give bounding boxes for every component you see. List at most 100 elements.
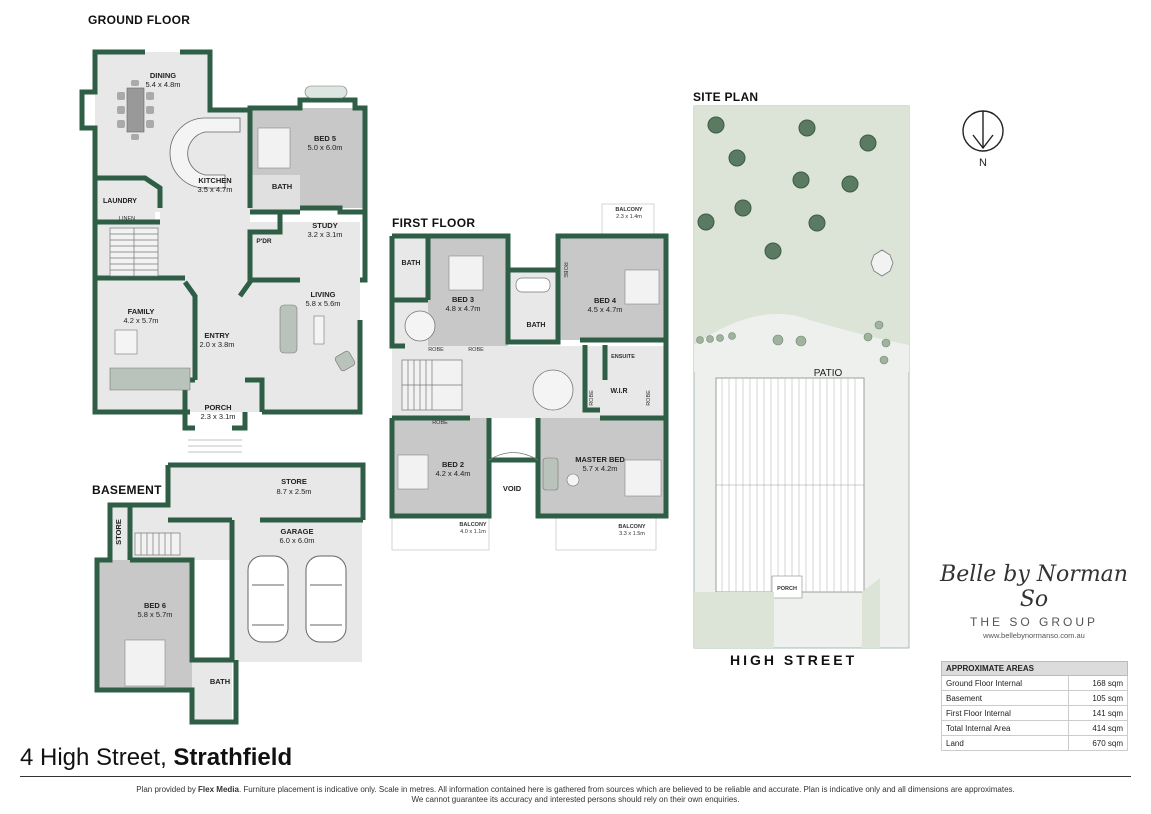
master-sofa	[542, 457, 559, 491]
areas-header: APPROXIMATE AREAS	[941, 661, 1128, 676]
bed5-label: BED 5	[314, 134, 336, 143]
north-label: N	[979, 157, 987, 169]
family-sofa	[109, 367, 191, 391]
brand-website: www.bellebynormanso.com.au	[983, 631, 1085, 640]
bath5-label: BATH	[272, 182, 292, 191]
area-label: First Floor Internal	[941, 705, 1069, 721]
bath6-label: BATH	[210, 677, 230, 686]
balcony-left-dim: 4.0 x 1.1m	[460, 529, 486, 535]
living-label: LIVING	[310, 290, 335, 299]
robe-label-6: ROBE	[468, 347, 484, 353]
basement-small-store-label: STORE	[114, 519, 123, 545]
first-walls	[389, 233, 669, 519]
laundry-floor	[95, 178, 155, 223]
first-floor-plan: BATH BED 3 4.8 x 4.7m BATH ROBE ROBE ROB…	[389, 203, 669, 551]
living-coffee-table	[313, 315, 325, 345]
ground-floor-title: GROUND FLOOR	[88, 13, 191, 27]
master-bed-label: MASTER BED	[575, 455, 625, 464]
family-label: FAMILY	[128, 307, 155, 316]
balcony-right-dim: 3.3 x 1.5m	[619, 531, 645, 537]
balcony-top-label: BALCONY	[615, 207, 643, 213]
site-gazebo	[870, 249, 894, 277]
ground-floor-plan: DINING 5.4 x 4.8m KITCHEN 3.5 x 4.7m BED…	[79, 49, 368, 453]
site-front-lawn-left	[694, 592, 774, 648]
site-shrubs	[696, 320, 891, 365]
entry-label: ENTRY	[204, 331, 229, 340]
first-stairs	[401, 359, 463, 411]
footer-line1-rest: . Furniture placement is indicative only…	[238, 785, 1015, 794]
site-plan: PATIO PORCH N	[693, 105, 1004, 649]
bed5-bathtub	[304, 85, 348, 99]
ground-walls	[79, 49, 368, 431]
bed2-bed	[397, 454, 429, 490]
void-curve	[488, 452, 539, 461]
footer-pre: Plan provided by	[136, 785, 196, 794]
dining-dim: 5.4 x 4.8m	[145, 80, 180, 89]
bath5-floor	[250, 175, 300, 210]
porch-label: PORCH	[204, 403, 231, 412]
area-label: Basement	[941, 690, 1069, 706]
robe-label-4: ROBE	[589, 390, 595, 406]
dining-label: DINING	[150, 71, 176, 80]
balcony-left-label: BALCONY	[459, 522, 487, 528]
bed3-dim: 4.8 x 4.7m	[445, 304, 480, 313]
bed2-dim: 4.2 x 4.4m	[435, 469, 470, 478]
property-address: 4 High Street, Strathfield	[20, 744, 292, 772]
bed3-bed	[448, 255, 484, 291]
footer-disclaimer-line2: We cannot guarantee its accuracy and int…	[411, 795, 740, 804]
basement-store-label: STORE	[281, 477, 307, 486]
robe-label-1: ROBE	[428, 347, 444, 353]
bath6-floor	[192, 660, 232, 722]
kitchen-dim: 3.5 x 4.7m	[197, 185, 232, 194]
bed4-bed	[624, 269, 660, 305]
bed5-dim: 5.0 x 6.0m	[307, 143, 342, 152]
first-bath-mid-label: BATH	[527, 322, 546, 329]
garage-cars	[247, 555, 347, 643]
bed6-bed	[124, 639, 166, 687]
area-value: 168 sqm	[1067, 675, 1129, 691]
area-label: Land	[941, 735, 1069, 751]
entry-dim: 2.0 x 3.8m	[199, 340, 234, 349]
bed4-dim: 4.5 x 4.7m	[587, 305, 622, 314]
family-dim: 4.2 x 5.7m	[123, 316, 158, 325]
bed6-label: BED 6	[144, 601, 166, 610]
footer-company: Flex Media	[198, 785, 239, 794]
area-label: Total Internal Area	[941, 720, 1069, 736]
robe-label-3: ROBE	[432, 420, 448, 426]
basement-stairs	[134, 532, 181, 556]
first-floor-title: FIRST FLOOR	[392, 216, 476, 230]
basement-walls	[94, 462, 366, 725]
garage-label: GARAGE	[281, 527, 314, 536]
area-value: 414 sqm	[1067, 720, 1129, 736]
ground-stairs	[109, 227, 159, 277]
area-value: 141 sqm	[1067, 705, 1129, 721]
site-porch	[771, 575, 803, 599]
site-roof-lines	[716, 378, 864, 592]
street-name: HIGH STREET	[730, 652, 858, 668]
living-dim: 5.8 x 5.6m	[305, 299, 340, 308]
bed4-label: BED 4	[594, 296, 617, 305]
balcony-left-floor	[391, 515, 490, 551]
site-plan-title: SITE PLAN	[693, 90, 759, 104]
site-front-lawn-right	[862, 578, 880, 648]
area-label: Ground Floor Internal	[941, 675, 1069, 691]
brand-group-name: THE SO GROUP	[940, 615, 1128, 629]
footer-divider	[20, 776, 1131, 777]
bed5-bed	[257, 127, 291, 169]
kitchen-island	[169, 117, 241, 189]
site-patio-label: PATIO	[814, 368, 843, 379]
brand-signature: Belle by Norman So	[940, 562, 1128, 612]
porch-dim: 2.3 x 3.1m	[200, 412, 235, 421]
balcony-top-dim: 2.3 x 1.4m	[616, 214, 642, 220]
footer-disclaimer-line1: Plan provided by Flex Media. Furniture p…	[0, 785, 1151, 795]
study-label: STUDY	[312, 221, 337, 230]
void-label: VOID	[503, 484, 522, 493]
bed6-dim: 5.8 x 5.7m	[137, 610, 172, 619]
linen-label: LINEN	[119, 216, 135, 222]
